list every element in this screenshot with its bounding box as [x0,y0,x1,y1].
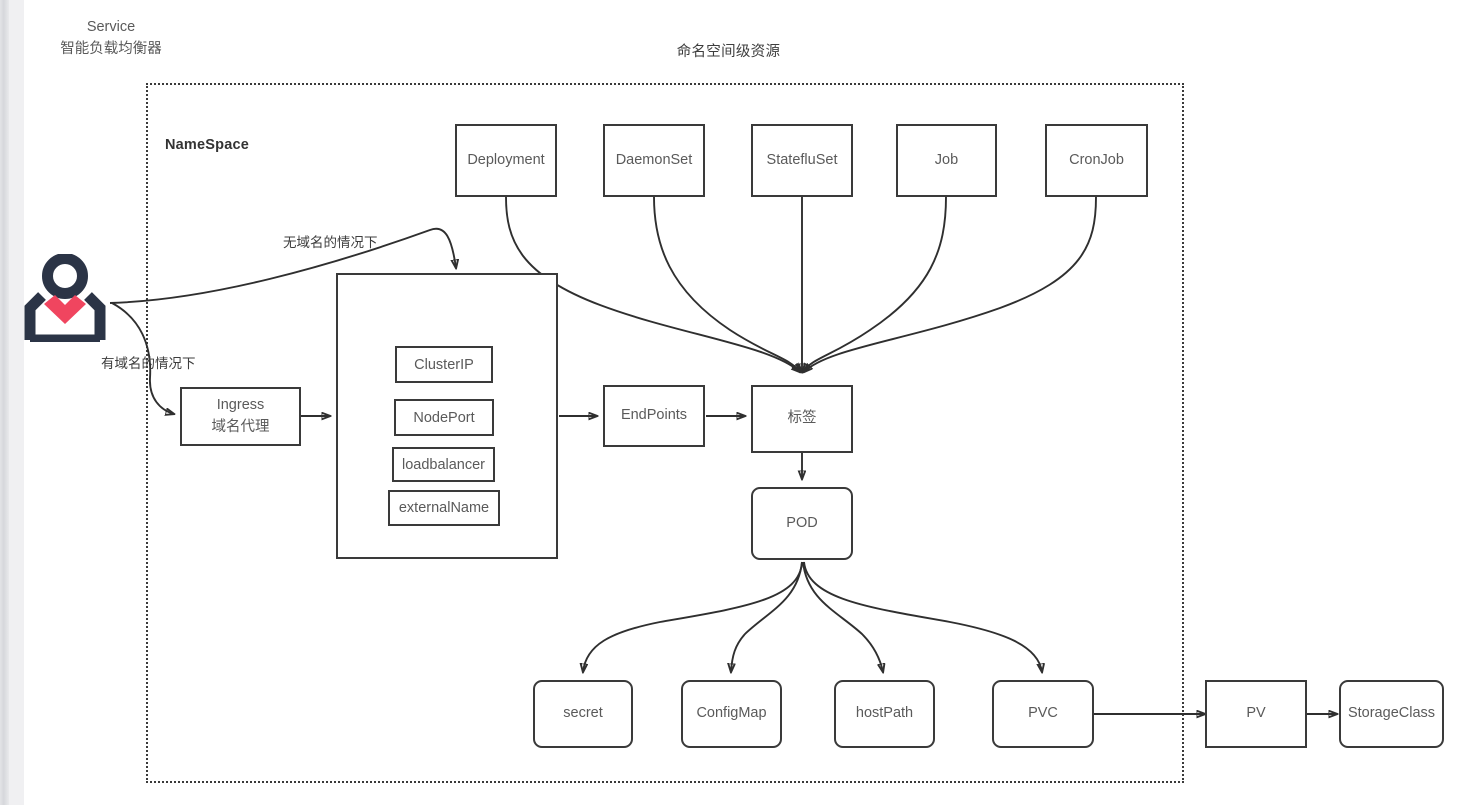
node-daemonset[interactable]: DaemonSet [603,124,705,197]
diagram-title: 命名空间级资源 [676,44,781,60]
node-ingress[interactable]: Ingress 域名代理 [180,387,301,446]
service-type-nodeport-label: NodePort [413,409,475,426]
node-hostpath[interactable]: hostPath [834,680,935,748]
node-cronjob-label: CronJob [1069,151,1124,168]
node-labels[interactable]: 标签 [751,385,853,453]
service-type-loadbalancer[interactable]: loadbalancer [392,447,495,482]
node-configmap-label: ConfigMap [696,705,767,722]
user-person-icon [24,253,106,346]
node-pod[interactable]: POD [751,487,853,560]
node-pv[interactable]: PV [1205,680,1307,748]
left-scroll-rail[interactable] [0,0,9,805]
node-pod-label: POD [786,514,818,531]
node-job[interactable]: Job [896,124,997,197]
node-daemonset-label: DaemonSet [615,151,693,168]
node-endpoints-label: EndPoints [620,407,688,424]
service-type-externalname-label: externalName [398,500,490,516]
node-storageclass-label: StorageClass [1347,705,1436,722]
node-cronjob[interactable]: CronJob [1045,124,1148,197]
namespace-boundary [146,83,1184,783]
node-ingress-label-cn: 域名代理 [211,418,270,435]
node-statefluset[interactable]: StatefluSet [751,124,853,197]
left-gutter [9,0,24,805]
node-service-label-cn: 智能负载均衡器 [60,40,162,57]
service-type-externalname[interactable]: externalName [388,490,500,526]
service-type-nodeport[interactable]: NodePort [394,399,494,436]
node-statefluset-label: StatefluSet [766,151,838,168]
namespace-label: NameSpace [165,137,250,153]
node-hostpath-label: hostPath [855,705,914,722]
node-pvc[interactable]: PVC [992,680,1094,748]
service-type-clusterip-label: ClusterIP [414,356,474,373]
annotation-has-domain: 有域名的情况下 [101,356,196,371]
node-deployment-label: Deployment [467,151,545,168]
node-labels-label: 标签 [787,410,817,427]
service-type-loadbalancer-label: loadbalancer [401,456,486,473]
node-job-label: Job [934,151,959,168]
node-service-label-en: Service [86,19,136,35]
service-type-clusterip[interactable]: ClusterIP [395,346,493,383]
node-service-title: Service 智能负载均衡器 [0,17,222,61]
annotation-no-domain: 无域名的情况下 [283,235,378,250]
node-endpoints[interactable]: EndPoints [603,385,705,447]
node-pvc-label: PVC [1028,705,1058,722]
node-ingress-label-en: Ingress [216,397,265,414]
node-secret-label: secret [563,705,603,722]
node-configmap[interactable]: ConfigMap [681,680,782,748]
node-secret[interactable]: secret [533,680,633,748]
node-storageclass[interactable]: StorageClass [1339,680,1444,748]
node-pv-label: PV [1246,705,1266,722]
node-deployment[interactable]: Deployment [455,124,557,197]
